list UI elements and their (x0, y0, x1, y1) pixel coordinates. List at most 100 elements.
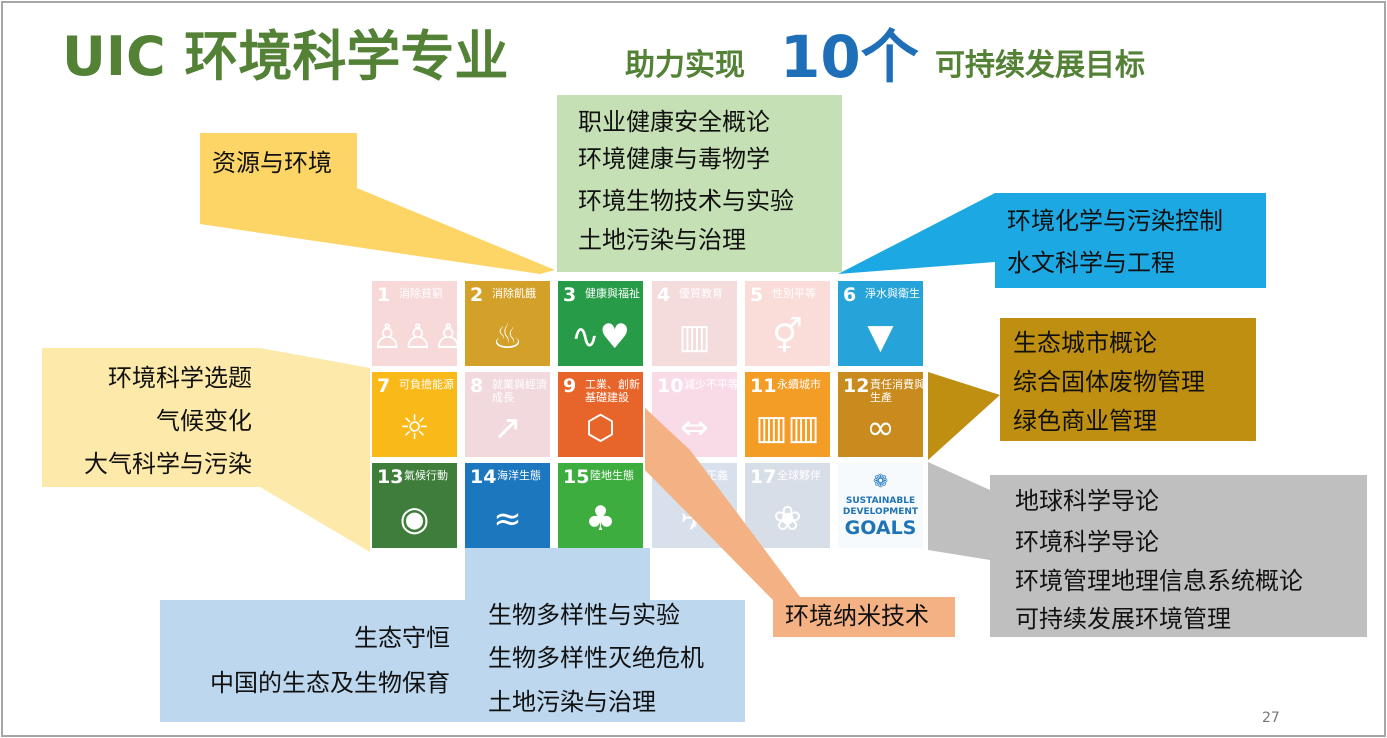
growth-icon: ↗ (493, 408, 522, 448)
callout-water-line2: 水文科学与工程 (1007, 249, 1175, 277)
callout-water-shape (838, 193, 1266, 288)
sdg-tile-number: 10 (657, 375, 684, 397)
people-icon: ♙♙♙ (372, 317, 457, 357)
sdg-tile-8: 8 就業與經濟成長 ↗ (465, 372, 550, 457)
title-number: 10个 (780, 23, 919, 91)
sdg-tile-label: 就業與經濟成長 (492, 378, 547, 404)
sdg-tile-label: 消除貧窮 (399, 287, 443, 300)
callout-city-line2: 综合固体废物管理 (1013, 368, 1205, 396)
sdg-tile-label: 全球夥伴 (777, 469, 821, 482)
sdg-tile-number: 1 (377, 284, 391, 306)
sdg-tile-label: 淨水與衛生 (865, 287, 920, 300)
callout-resources-shape (200, 133, 555, 274)
callout-general-line1: 地球科学导论 (1015, 487, 1159, 515)
callout-climate-line2: 气候变化 (156, 407, 252, 435)
sdg-tile-label: 和平正義 (684, 469, 728, 482)
rings-icon: ❀ (773, 499, 802, 539)
callout-ecology-right-line3: 土地污染与治理 (488, 688, 656, 716)
sdg-tile-number: 4 (657, 284, 671, 306)
sdg-tile-9: 9 工業、創新基礎建設 ⬡ (558, 372, 643, 457)
callout-ecology-left-line1: 生态守恒 (354, 624, 450, 652)
sdg-tile-label: 海洋生態 (497, 469, 541, 482)
sdg-tile-number: 13 (377, 466, 404, 488)
sdg-tile-number: 5 (750, 284, 764, 306)
sdg-logo-text3: GOALS (844, 517, 917, 539)
callout-ecology-left-line2: 中国的生态及生物保育 (210, 669, 450, 697)
tree-icon: ♣ (585, 499, 616, 539)
city-icon: ▥▥ (755, 408, 820, 448)
sdg-tile-label: 氣候行動 (404, 469, 448, 482)
sdg-tile-number: 6 (843, 284, 857, 306)
callout-health-line4: 土地污染与治理 (578, 226, 746, 254)
sdg-tile-6: 6 淨水與衛生 ▼ (838, 281, 923, 366)
sdg-tile-number: 9 (563, 375, 577, 397)
sdg-tile-number: 3 (563, 284, 577, 306)
title-main: UIC 环境科学专业 (62, 25, 509, 88)
water-icon: ▼ (867, 317, 894, 357)
sdg-tile-number: 12 (843, 375, 870, 397)
sdg-tile-label: 健康與福祉 (585, 287, 640, 300)
sdg-tile-label: 責任消費與生產 (870, 378, 923, 404)
sdg-tile-number: 14 (470, 466, 497, 488)
infinity-icon: ∞ (866, 408, 895, 448)
sdg-logo-text1: SUSTAINABLE (845, 496, 916, 506)
callout-city-line1: 生态城市概论 (1013, 329, 1157, 357)
sdg-tile-2: 2 消除飢餓 ♨ (465, 281, 550, 366)
callout-ecology-right-line2: 生物多样性灭绝危机 (488, 644, 704, 672)
sdg-tile-label: 陸地生態 (590, 469, 634, 482)
sdg-tile-label: 可負擔能源 (399, 378, 454, 391)
sdg-tile-1: 1 消除貧窮 ♙♙♙ (372, 281, 457, 366)
sdg-tile-number: 16 (657, 466, 684, 488)
callout-nano-text: 环境纳米技术 (785, 602, 929, 630)
sdg-tile-label: 永續城市 (777, 378, 821, 391)
callout-climate-line1: 环境科学选题 (108, 364, 252, 392)
sdg-tile-number: 2 (470, 284, 484, 306)
callout-city-shape (928, 318, 1256, 460)
callout-general-line3: 环境管理地理信息系统概论 (1015, 567, 1303, 595)
dove-icon: ✈ (680, 499, 709, 539)
title-sub2: 可持续发展目标 (935, 48, 1145, 83)
sdg-tile-3: 3 健康與福祉 ∿♥ (558, 281, 643, 366)
sdg-logo-tile: ❁ SUSTAINABLE DEVELOPMENT GOALS (838, 463, 923, 548)
gender-icon: ⚥ (772, 317, 803, 357)
sdg-logo-text2: DEVELOPMENT (842, 507, 919, 517)
fish-icon: ≈ (493, 499, 522, 539)
callout-climate-shape (42, 348, 370, 552)
callout-health-shape (557, 95, 842, 272)
callout-general-line2: 环境科学导论 (1015, 528, 1159, 556)
sdg-tile-label: 性別平等 (772, 287, 816, 300)
sdg-tile-number: 8 (470, 375, 484, 397)
heartbeat-icon: ∿♥ (571, 317, 630, 357)
sun-icon: ☼ (399, 408, 430, 448)
callout-city-line3: 绿色商业管理 (1013, 407, 1157, 435)
sdg-tile-label: 消除飢餓 (492, 287, 536, 300)
callout-general-shape (928, 462, 1367, 637)
cubes-icon: ⬡ (585, 408, 616, 448)
callout-ecology-shape (160, 548, 745, 722)
book-icon: ▥ (678, 317, 711, 357)
sdg-tile-number: 17 (750, 466, 777, 488)
sdg-tile-label: 減少不平等 (684, 378, 737, 391)
callout-water-line1: 环境化学与污染控制 (1007, 207, 1223, 235)
sdg-tile-5: 5 性別平等 ⚥ (745, 281, 830, 366)
eye-globe-icon: ◉ (399, 499, 430, 539)
callout-health-line2: 环境健康与毒物学 (578, 145, 770, 173)
un-emblem-icon: ❁ (872, 471, 889, 492)
sdg-tile-label: 工業、創新基礎建設 (585, 378, 640, 404)
sdg-tile-number: 11 (750, 375, 777, 397)
callout-health-line1: 职业健康安全概论 (578, 108, 770, 136)
sdg-tile-number: 15 (563, 466, 590, 488)
callout-ecology-right-line1: 生物多样性与实验 (488, 601, 680, 629)
bowl-icon: ♨ (492, 317, 523, 357)
